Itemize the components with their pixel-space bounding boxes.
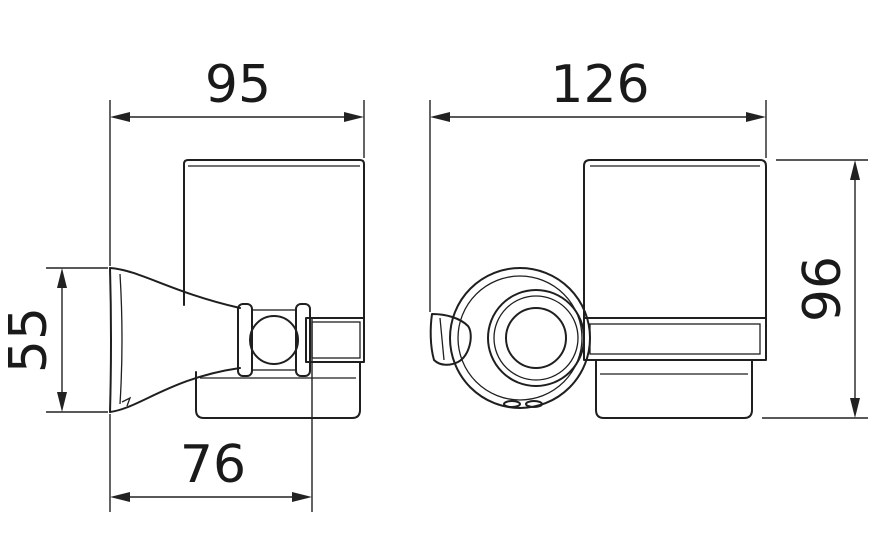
front-view-wall-plate (449, 267, 591, 409)
dimension-95: 95 (109, 55, 365, 266)
dimension-label-96: 96 (793, 256, 853, 322)
dimension-76: 76 (109, 318, 313, 512)
side-view-ring (305, 317, 365, 363)
dimension-label-55: 55 (0, 307, 59, 373)
dimension-96: 96 (762, 159, 868, 419)
front-view-knuckle (487, 289, 585, 387)
side-view-arm (237, 303, 311, 377)
front-view-glass (583, 159, 767, 419)
dimension-label-126: 126 (550, 55, 649, 115)
dimension-126: 126 (429, 55, 767, 312)
front-view-lever (429, 313, 472, 366)
front-view (429, 159, 767, 419)
side-view-glass (183, 159, 365, 419)
front-view-screws (503, 400, 543, 408)
dimension-label-76: 76 (180, 435, 246, 495)
side-view-flange (109, 267, 241, 413)
dimension-55: 55 (0, 267, 108, 413)
side-view (109, 159, 365, 419)
front-view-band (583, 317, 767, 361)
dimension-label-95: 95 (205, 55, 271, 115)
